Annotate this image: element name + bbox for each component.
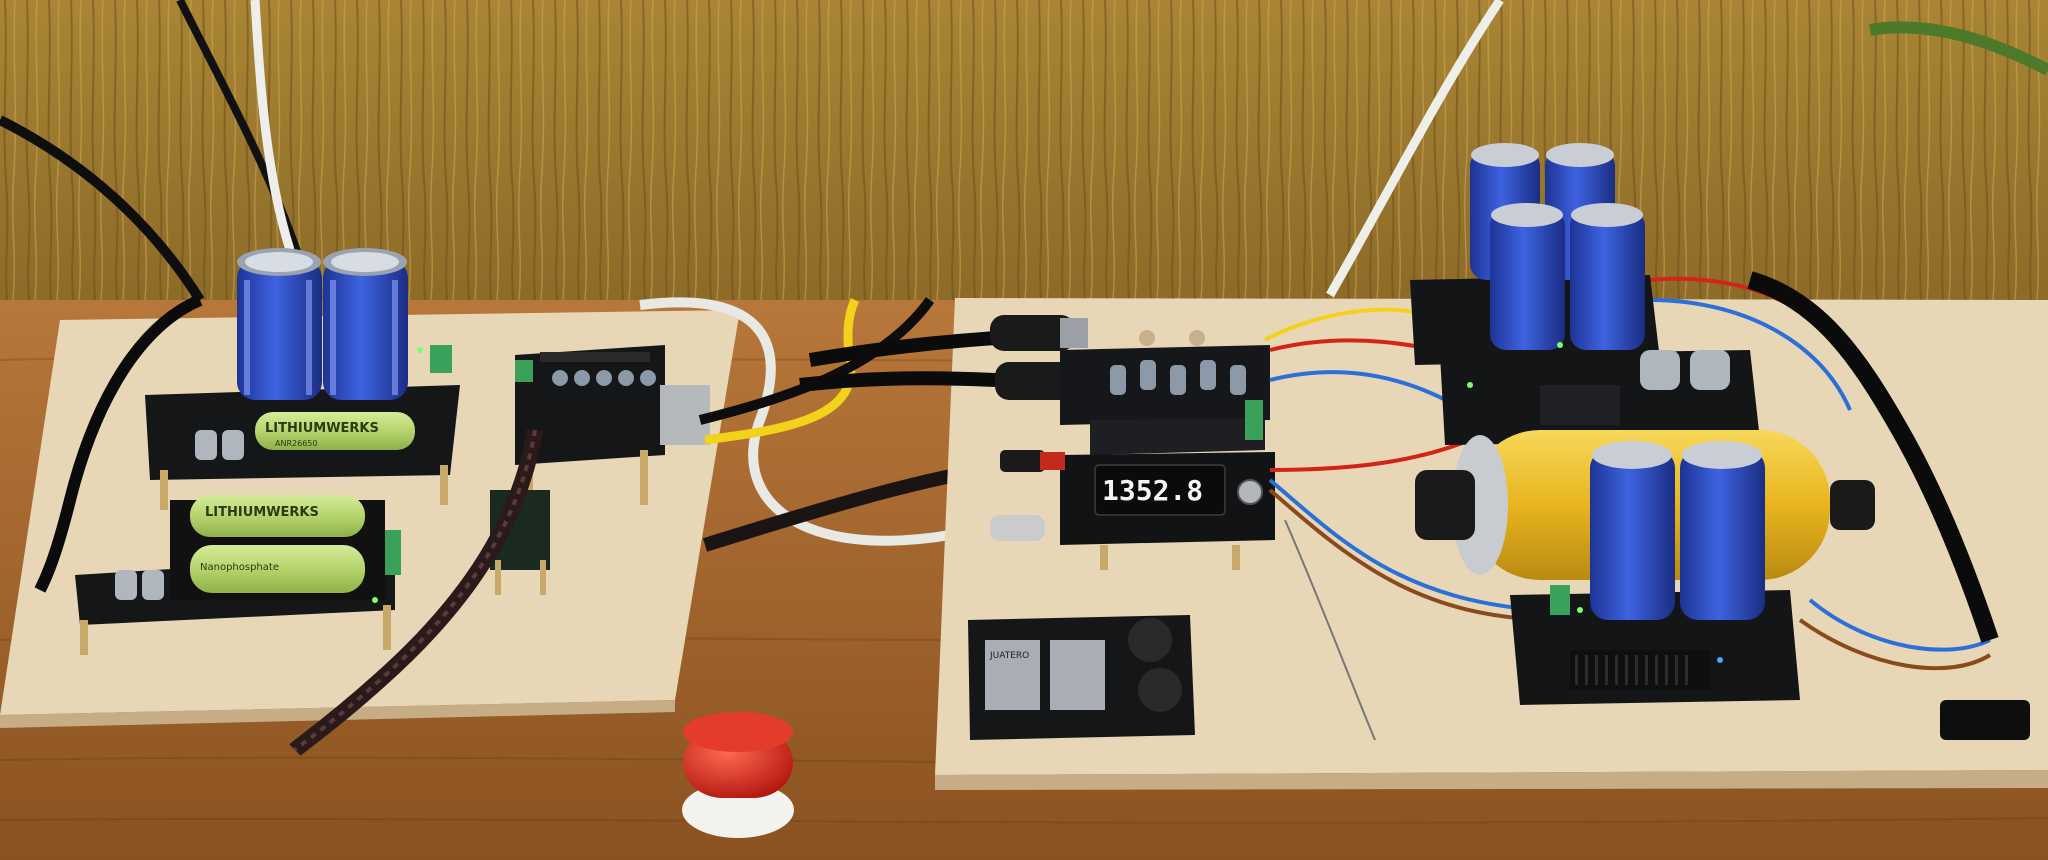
supercap-battery-module-top: LITHIUMWERKS ANR26650	[145, 248, 460, 510]
transformer-brand-label: JUATERO	[989, 651, 1029, 661]
white-wall-cable-right	[1326, 0, 1504, 298]
rear-power-module	[1410, 143, 1660, 365]
status-leds	[372, 342, 1583, 613]
regulator-board	[1440, 350, 1760, 445]
supercapacitor	[237, 248, 322, 400]
antenna-wire	[1284, 519, 1376, 741]
cable-clip	[1940, 700, 2030, 740]
front-power-module	[1510, 441, 1800, 705]
usb-connector	[1000, 450, 1045, 472]
battery-cell	[190, 495, 365, 537]
rotary-knob	[1237, 479, 1263, 505]
battery-brand-label: LITHIUMWERKS	[265, 421, 379, 436]
black-cable-loop-left	[34, 294, 203, 593]
supercapacitor	[1680, 441, 1765, 620]
supercapacitor	[1490, 203, 1565, 350]
supercapacitor	[1570, 203, 1645, 350]
computer-board	[515, 345, 710, 505]
black-wall-cable	[0, 115, 205, 303]
plant-leaf	[1869, 21, 2048, 76]
supercapacitor	[323, 248, 408, 400]
supercapacitor	[1590, 441, 1675, 620]
svg-text:LITHIUMWERKS: LITHIUMWERKS	[205, 505, 319, 520]
xlr-cable	[808, 315, 1088, 367]
battery-cell	[190, 545, 365, 593]
dual-battery-module: LITHIUMWERKS Nanophosphate	[75, 495, 401, 655]
svg-text:Nanophosphate: Nanophosphate	[200, 562, 279, 573]
bnc-connector	[990, 515, 1045, 541]
oled-reading: 1352.8	[1102, 474, 1203, 507]
white-wall-cable	[250, 0, 295, 252]
black-cable-tray-right	[1747, 271, 1999, 643]
battery-model-label: ANR26650	[275, 439, 317, 448]
output-transformer-board: JUATERO	[968, 615, 1195, 740]
oled-display	[1094, 464, 1226, 516]
battery-cell	[255, 412, 415, 450]
